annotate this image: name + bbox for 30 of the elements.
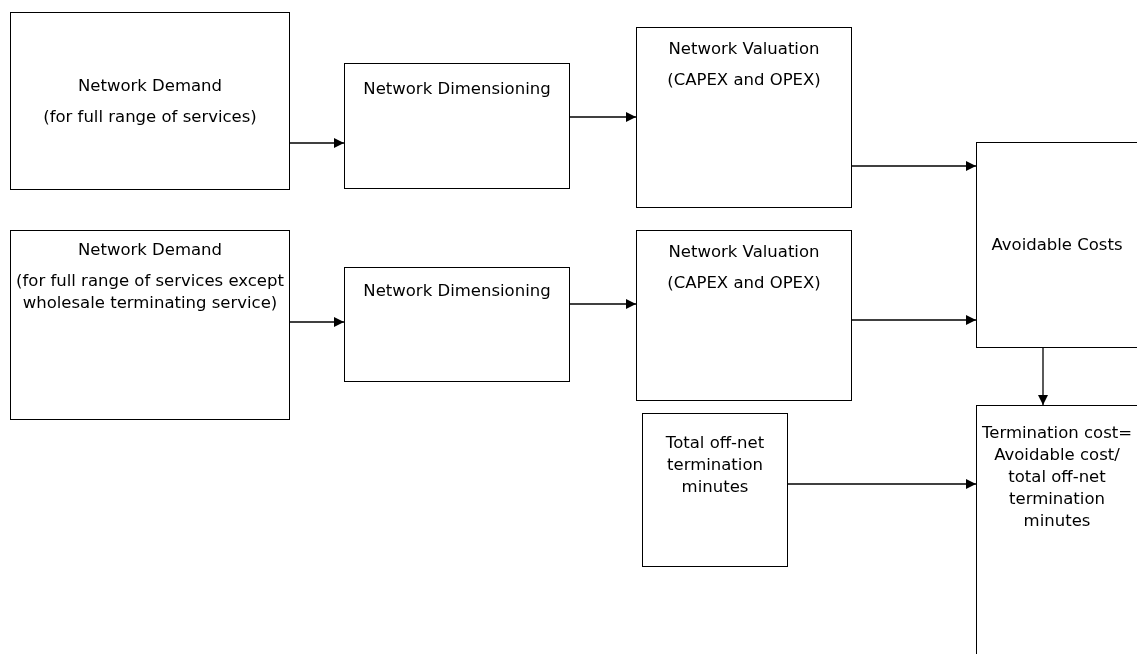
box-title: Termination cost= Avoidable cost/ total off-net termination minutes: [981, 422, 1133, 532]
process-box: [976, 142, 1137, 348]
box-text: (for full range of services except wholesale terminating service): [15, 270, 285, 314]
arrow: [289, 138, 345, 148]
arrow: [569, 112, 637, 122]
box-title: Network Valuation: [668, 241, 820, 263]
box-title: Network Demand: [77, 239, 223, 261]
arrow: [1038, 347, 1048, 406]
arrow: [569, 299, 637, 309]
process-box: [642, 413, 788, 567]
box-title: Network Demand: [77, 74, 223, 97]
box-title: Network Valuation: [668, 38, 820, 60]
box-title: Avoidable Costs: [991, 234, 1123, 256]
arrow: [289, 317, 345, 327]
arrow: [851, 315, 977, 325]
process-box: [636, 230, 852, 401]
box-text: (for full range of services): [43, 105, 257, 128]
process-box: [636, 27, 852, 208]
process-box: [344, 267, 570, 382]
box-title: Network Dimensioning: [363, 78, 551, 100]
process-box: [976, 405, 1137, 654]
box-text: (CAPEX and OPEX): [667, 272, 821, 294]
box-title: Total off-net termination minutes: [664, 432, 766, 498]
process-box: [344, 63, 570, 189]
process-box: [10, 12, 290, 190]
arrow: [851, 161, 977, 171]
process-box: [10, 230, 290, 420]
box-text: (CAPEX and OPEX): [667, 69, 821, 91]
box-title: Network Dimensioning: [363, 280, 551, 302]
arrow: [787, 479, 977, 489]
